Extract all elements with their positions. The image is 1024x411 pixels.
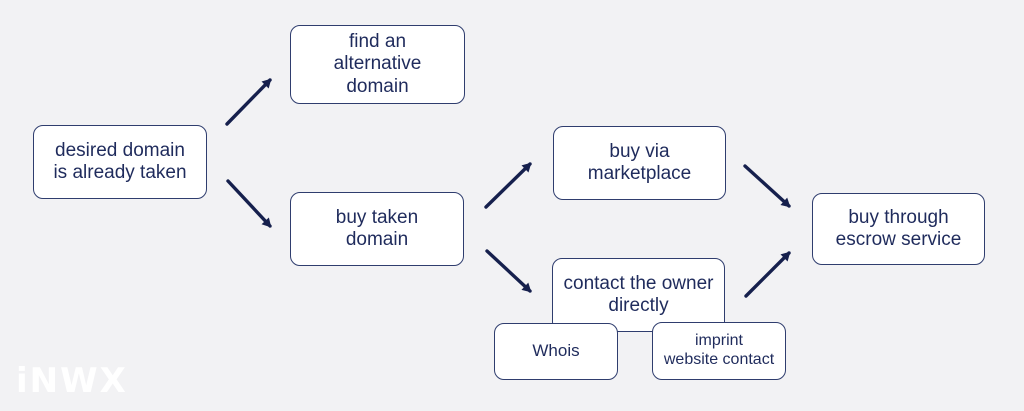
node-imprint-website-contact: imprint website contact — [652, 322, 786, 380]
arrow-buy-taken-to-contact — [485, 249, 532, 293]
arrow-desired-to-alternative — [225, 78, 272, 126]
inwx-logo: iNWX — [16, 361, 128, 401]
node-buy-taken-domain: buy taken domain — [290, 192, 464, 266]
arrow-contact-to-escrow — [744, 251, 791, 298]
node-buy-through-escrow: buy through escrow service — [812, 193, 985, 265]
node-find-alternative-domain: find an alternative domain — [290, 25, 465, 104]
arrow-marketplace-to-escrow — [743, 164, 791, 208]
node-desired-domain-taken: desired domain is already taken — [33, 125, 207, 199]
arrow-desired-to-buy-taken — [226, 179, 272, 228]
arrow-buy-taken-to-marketplace — [484, 162, 532, 209]
node-buy-via-marketplace: buy via marketplace — [553, 126, 726, 200]
node-contact-owner-directly: contact the owner directly — [552, 258, 725, 332]
node-whois: Whois — [494, 323, 618, 380]
